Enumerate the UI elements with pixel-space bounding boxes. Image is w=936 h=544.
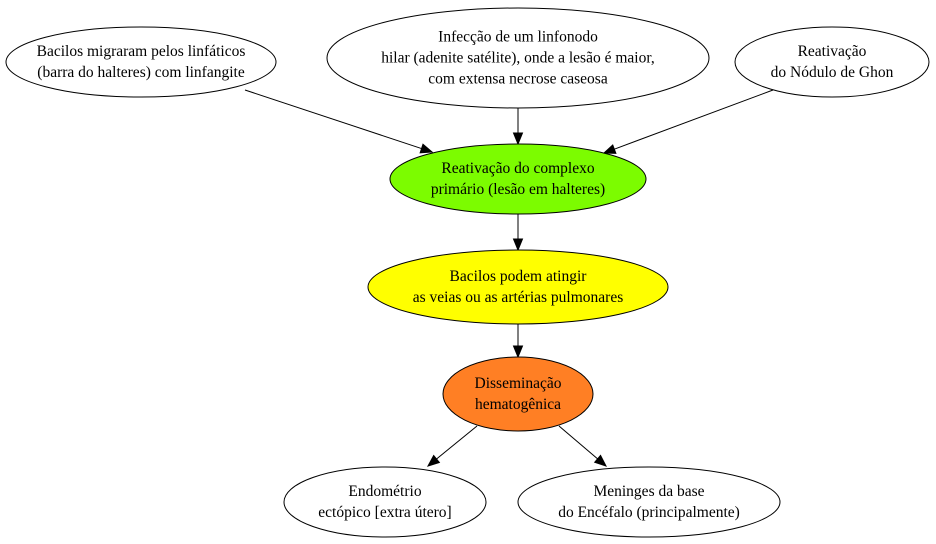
node-bacilos-migraram: Bacilos migraram pelos linfáticos (barra …	[5, 26, 277, 98]
node-bacilos-atingir: Bacilos podem atingir as veias ou as arté…	[367, 249, 669, 325]
arrowhead-icon	[512, 345, 524, 359]
edge-bacilos-atingir-to-disseminacao	[512, 324, 524, 359]
node-ellipse	[389, 143, 647, 215]
node-label-line: Disseminação	[475, 375, 562, 392]
node-label-line: Reativação do complexo	[441, 160, 594, 177]
node-label-line: Reativação	[798, 43, 867, 60]
node-label-line: as veias ou as artérias pulmonares	[413, 289, 623, 306]
edge-disseminacao-to-endometrio	[426, 425, 478, 467]
node-label-line: Infecção de um linfonodo	[438, 29, 598, 46]
node-label-line: (barra do halteres) com linfangite	[37, 64, 245, 81]
node-ellipse	[367, 249, 669, 325]
node-ellipse	[326, 7, 710, 109]
edge-line	[244, 89, 422, 150]
arrowhead-icon	[512, 238, 524, 252]
node-label-line: do Nódulo de Ghon	[771, 64, 894, 81]
node-infeccao-linfonodo: Infecção de um linfonodo hilar (adenite s…	[326, 7, 710, 109]
node-label-line: Bacilos migraram pelos linfáticos	[37, 43, 246, 60]
node-label-line: Endométrio	[348, 483, 421, 500]
edge-line	[614, 89, 774, 150]
edge-bacilos-migraram-to-reativacao-complexo	[244, 89, 434, 154]
arrowhead-icon	[512, 132, 524, 146]
node-label-line: do Encéfalo (principalmente)	[558, 504, 740, 521]
node-label-line: com extensa necrose caseosa	[428, 71, 608, 88]
node-label-line: primário (lesão em halteres)	[431, 181, 605, 198]
edge-infeccao-linfonodo-to-reativacao-complexo	[512, 108, 524, 146]
node-reativacao-ghon: Reativação do Nódulo de Ghon	[734, 26, 930, 98]
node-meninges: Meninges da base do Encéfalo (principalme…	[517, 466, 781, 538]
node-endometrio: Endométrio ectópico [extra útero]	[283, 466, 487, 538]
edge-line	[436, 425, 478, 460]
nodes-layer: Bacilos migraram pelos linfáticos (barra …	[5, 7, 930, 538]
edge-disseminacao-to-meninges	[558, 425, 608, 467]
arrowhead-icon	[593, 454, 608, 467]
node-label-line: ectópico [extra útero]	[318, 504, 451, 521]
edges-layer	[244, 89, 774, 467]
node-ellipse	[517, 466, 781, 538]
node-reativacao-complexo: Reativação do complexo primário (lesão em…	[389, 143, 647, 215]
node-ellipse	[734, 26, 930, 98]
arrowhead-icon	[419, 143, 434, 154]
node-label-line: Meninges da base	[593, 483, 704, 500]
node-label-line: Bacilos podem atingir	[450, 268, 588, 285]
node-disseminacao: Disseminação hematogênica	[442, 356, 594, 432]
node-label-line: hematogênica	[475, 396, 561, 413]
edge-reativacao-complexo-to-bacilos-atingir	[512, 214, 524, 252]
node-ellipse	[442, 356, 594, 432]
node-ellipse	[5, 26, 277, 98]
edge-reativacao-ghon-to-reativacao-complexo	[602, 89, 774, 154]
node-ellipse	[283, 466, 487, 538]
edge-line	[558, 425, 598, 460]
arrowhead-icon	[426, 454, 441, 467]
node-label-line: hilar (adenite satélite), onde a lesão é…	[381, 50, 655, 67]
arrowhead-icon	[602, 144, 617, 154]
